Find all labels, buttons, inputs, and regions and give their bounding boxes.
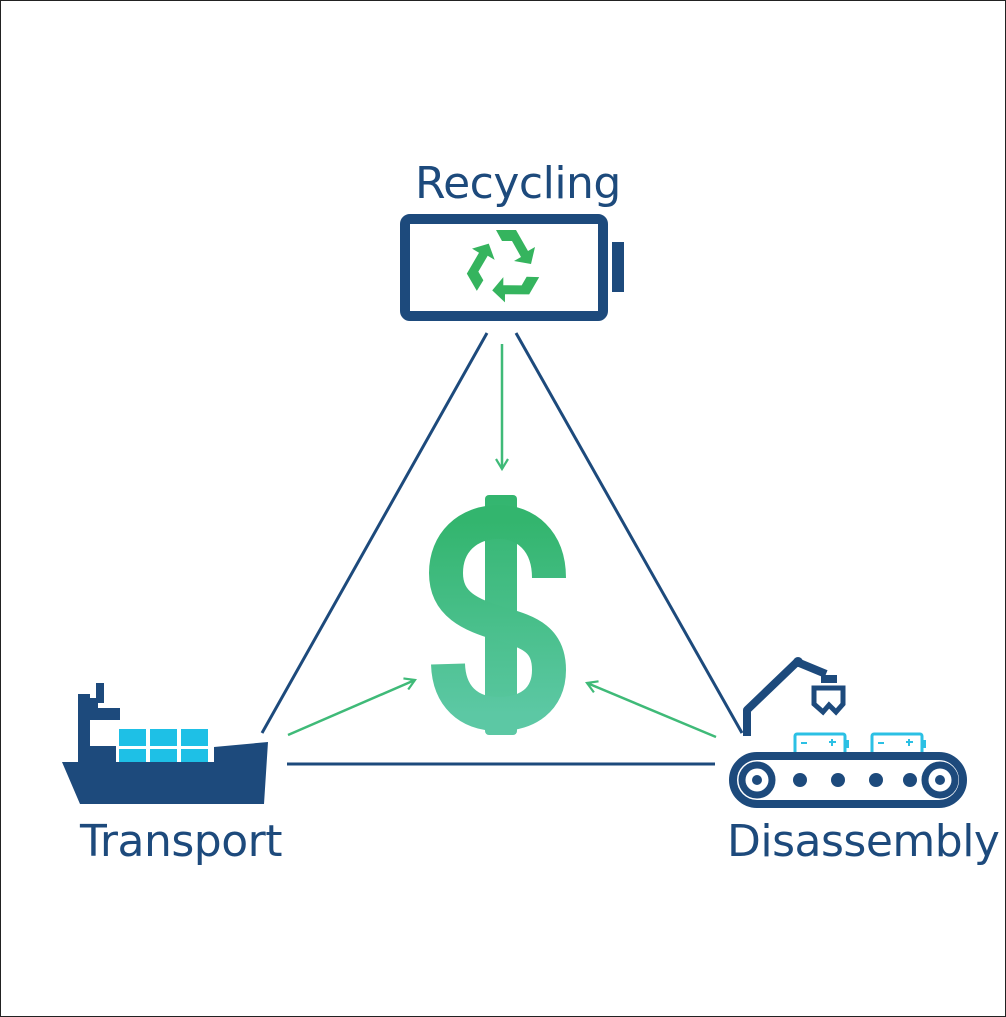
battery-recycle-icon: [400, 214, 624, 321]
dollar-sign-icon: [428, 495, 567, 735]
conveyor-robot-arm-icon: [729, 657, 967, 808]
node-label-recycling: Recycling: [415, 158, 621, 209]
node-label-transport: Transport: [80, 816, 282, 867]
edge-recycling-transport: [260, 332, 489, 734]
node-label-disassembly: Disassembly: [727, 816, 1000, 867]
edge-recycling-disassembly: [514, 332, 744, 734]
cargo-ship-icon: [62, 683, 268, 804]
arrow-disassembly-to-cost: [585, 680, 717, 739]
arrow-transport-to-cost: [287, 677, 417, 737]
